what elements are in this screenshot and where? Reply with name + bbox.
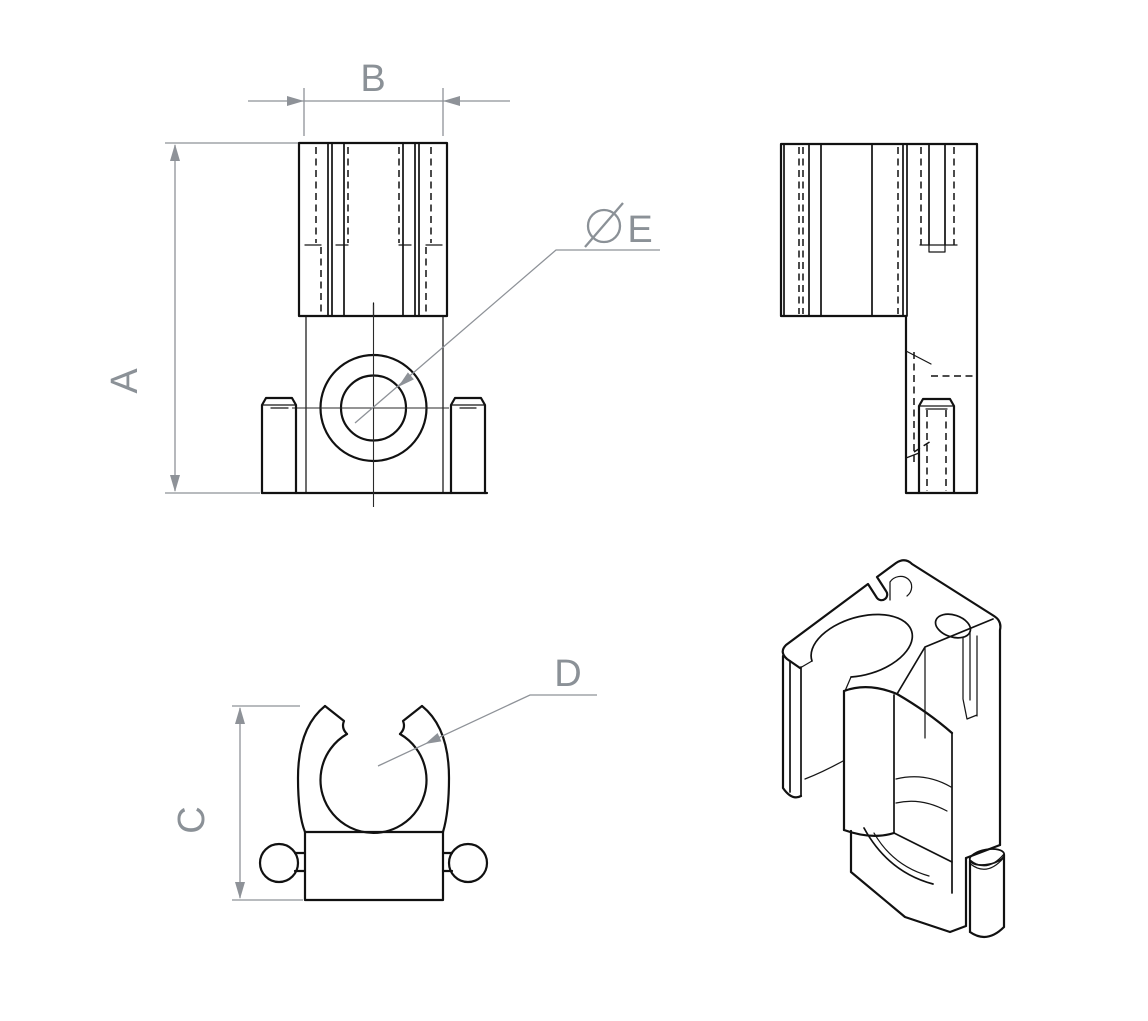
dimension-D: D	[377, 653, 597, 767]
dim-c-arrow-down	[235, 882, 245, 899]
dim-a-arrow-up	[170, 144, 180, 161]
dimensions: A B C D E	[104, 58, 660, 901]
front-inner-edges	[327, 142, 420, 317]
front-lower-body-sides	[305, 315, 444, 494]
dim-d-leader	[377, 694, 597, 767]
iso-base-bore-upper	[895, 776, 952, 812]
iso-pin-body	[968, 853, 1006, 939]
top-base	[303, 830, 445, 902]
iso-base-bore-inner	[873, 832, 930, 877]
iso-notch-wall	[889, 575, 913, 601]
side-pin-cap	[918, 405, 955, 410]
dim-b-arrow-left	[287, 96, 304, 106]
dimension-E: E	[354, 202, 660, 424]
iso-left-wall-outer	[781, 654, 803, 799]
dim-e-arrow	[398, 372, 414, 387]
dim-c-lines	[232, 705, 303, 901]
side-slot-hidden	[920, 147, 955, 245]
side-view	[779, 142, 979, 495]
front-hidden-edges-upper	[315, 147, 432, 243]
iso-keyhole-circle	[934, 613, 972, 639]
dimension-A: A	[104, 142, 298, 494]
side-inner-edges	[783, 143, 908, 317]
iso-base-top-edge	[893, 832, 953, 863]
front-upper-body	[297, 141, 449, 318]
dim-a-lines	[165, 142, 298, 494]
dim-a-arrow-down	[170, 475, 180, 492]
front-right-tab-detail	[450, 404, 486, 409]
side-column-chamfer	[905, 350, 932, 459]
iso-keyhole-slot	[962, 630, 978, 720]
iso-base-bore-outer	[863, 827, 934, 885]
dim-d-label: D	[554, 653, 581, 695]
dim-e-leader	[354, 249, 660, 424]
iso-front-prong-edges	[893, 694, 953, 894]
iso-bore-gap-edges	[799, 660, 852, 692]
iso-top-bore	[810, 613, 914, 678]
iso-top-face-outline	[781, 559, 1002, 847]
side-column-hidden	[913, 352, 976, 462]
top-left-tab	[258, 842, 300, 884]
top-view	[258, 704, 489, 902]
dimension-C: C	[171, 705, 303, 901]
isometric-view	[781, 559, 1006, 939]
iso-front-prong-bottom	[842, 828, 896, 837]
top-right-tab-stem	[441, 851, 454, 873]
iso-front-prong-top	[842, 686, 954, 735]
top-prong-tip-left	[323, 704, 349, 736]
top-clip-outer-right	[420, 704, 451, 834]
iso-pin-rim	[969, 853, 1005, 870]
side-hidden-edges	[798, 147, 899, 314]
dim-a-label: A	[104, 368, 146, 394]
side-slot-bottom	[919, 244, 958, 253]
iso-mouth-floor	[804, 760, 844, 780]
front-right-tab	[449, 396, 487, 495]
side-outline	[779, 142, 979, 495]
dim-c-label: C	[171, 806, 213, 833]
dim-c-arrow-up	[235, 707, 245, 724]
iso-left-wall-inner	[789, 660, 802, 797]
top-prong-tip-right	[398, 704, 424, 736]
dim-e-label: E	[627, 209, 652, 251]
side-slot-edges	[928, 143, 946, 246]
diameter-symbol-icon	[584, 202, 624, 248]
top-clip-outer-left	[296, 704, 327, 834]
side-pin-hidden	[926, 410, 947, 491]
iso-base-outline	[849, 829, 1002, 934]
top-clip-bore	[319, 732, 428, 834]
top-right-tab	[447, 842, 489, 884]
dim-b-label: B	[360, 58, 385, 100]
dim-b-arrow-right	[443, 96, 460, 106]
top-left-tab-stem	[293, 851, 307, 873]
front-left-tab-detail	[261, 404, 297, 409]
dimension-B: B	[248, 58, 510, 136]
front-left-tab	[260, 396, 298, 495]
iso-pin-top	[968, 848, 1006, 866]
front-centerlines	[292, 305, 449, 507]
front-view	[260, 141, 489, 507]
side-pin	[917, 397, 956, 495]
dim-d-arrow	[425, 733, 442, 744]
